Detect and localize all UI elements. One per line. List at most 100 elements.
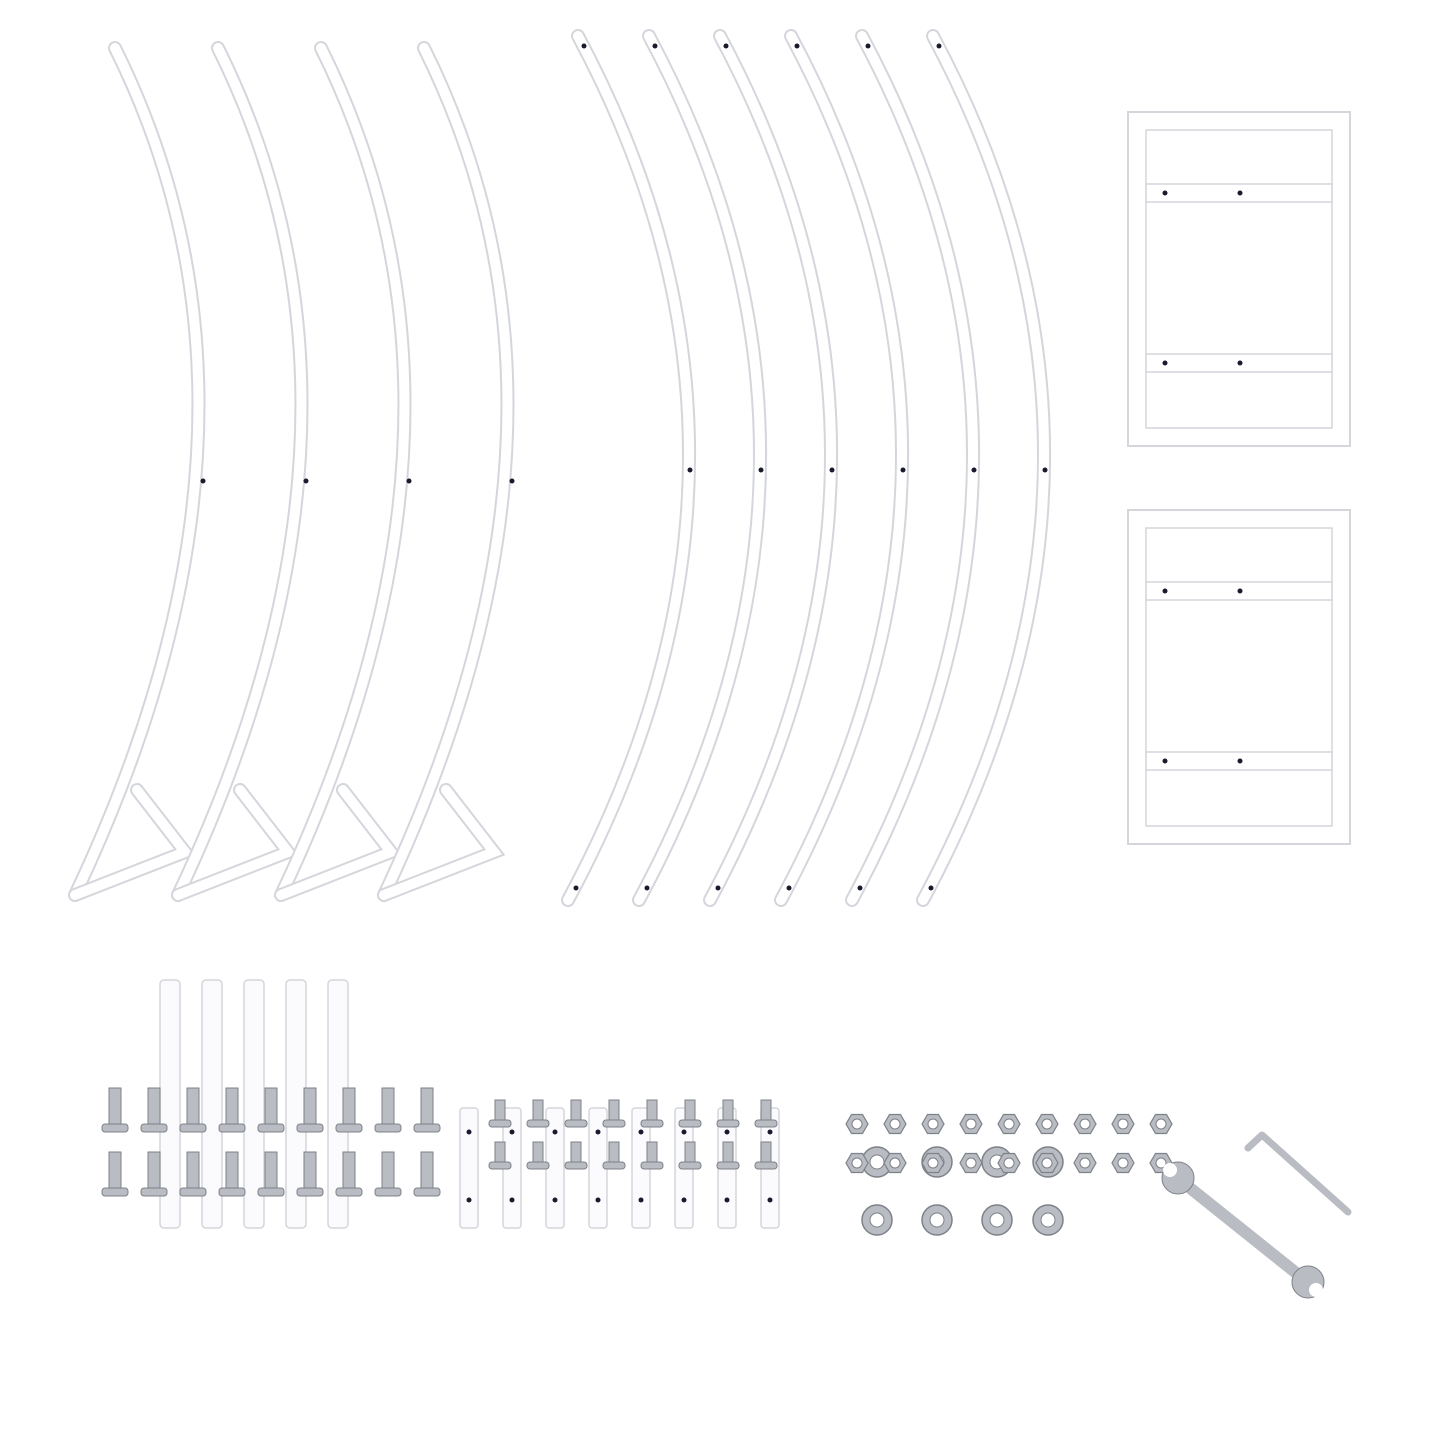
hex-nut: [1035, 1152, 1059, 1174]
long-bolt: [257, 1151, 285, 1197]
hole: [1237, 758, 1243, 764]
bolt-head: [564, 1119, 588, 1128]
hole: [509, 478, 515, 484]
bolt-head: [101, 1123, 129, 1133]
nut-hole: [851, 1157, 863, 1169]
bolt-shank: [570, 1141, 582, 1163]
hex-nut: [1073, 1152, 1097, 1174]
hex-nut: [1111, 1152, 1135, 1174]
footed-arch: [377, 41, 515, 902]
bolt-head: [413, 1123, 441, 1133]
bolt-shank: [646, 1141, 658, 1163]
hex-nut: [997, 1152, 1021, 1174]
short-connector: [502, 1107, 522, 1229]
arch-tube: [379, 43, 513, 900]
long-bolt: [335, 1151, 363, 1197]
curved-arch: [632, 29, 768, 907]
hex-nut: [1111, 1113, 1135, 1135]
wrench-opening: [1309, 1283, 1323, 1297]
long-bolt: [335, 1087, 363, 1133]
hole: [1162, 190, 1168, 196]
bolt-head: [678, 1161, 702, 1170]
hole: [857, 885, 863, 891]
nut-hole: [1155, 1118, 1167, 1130]
footed-arch: [68, 41, 206, 902]
hole: [638, 1129, 644, 1135]
bolt-shank: [760, 1099, 772, 1121]
bolt-head: [218, 1123, 246, 1133]
hole: [971, 467, 977, 473]
bolt-head: [754, 1161, 778, 1170]
nut-hole: [965, 1118, 977, 1130]
arch-tube: [563, 31, 695, 905]
hex-nut: [1149, 1113, 1173, 1135]
curved-arch: [703, 29, 839, 907]
bolt-shank: [532, 1141, 544, 1163]
hole: [865, 43, 871, 49]
nut-hole: [1041, 1157, 1053, 1169]
long-tube: [243, 979, 265, 1229]
washer-hole: [929, 1212, 945, 1228]
hole: [758, 467, 764, 473]
washer-hole: [989, 1212, 1005, 1228]
hex-nut: [845, 1113, 869, 1135]
washer-hole: [869, 1154, 885, 1170]
bolt-shank: [108, 1087, 122, 1125]
wrench-opening: [1163, 1163, 1177, 1177]
hex-nut: [883, 1113, 907, 1135]
arch-tube-edge: [68, 41, 206, 902]
bolt-shank: [760, 1141, 772, 1163]
short-bolt: [602, 1141, 626, 1170]
long-bolt: [296, 1087, 324, 1133]
short-bolt: [640, 1099, 664, 1128]
nut-hole: [1079, 1157, 1091, 1169]
bolt-shank: [646, 1099, 658, 1121]
bolt-head: [526, 1119, 550, 1128]
hole: [595, 1129, 601, 1135]
arch-tube: [634, 31, 766, 905]
hex-nut: [883, 1152, 907, 1174]
bolt-shank: [494, 1141, 506, 1163]
hole: [1042, 467, 1048, 473]
footed-arch: [274, 41, 412, 902]
arch-tube: [847, 31, 979, 905]
hole: [595, 1197, 601, 1203]
hole: [1237, 360, 1243, 366]
washer: [861, 1146, 893, 1178]
bolt-shank: [684, 1141, 696, 1163]
washer: [921, 1204, 953, 1236]
bolt-head: [678, 1119, 702, 1128]
nut-hole: [965, 1157, 977, 1169]
bolt-shank: [608, 1141, 620, 1163]
hex-nut: [959, 1113, 983, 1135]
bolt-head: [754, 1119, 778, 1128]
curved-arch: [916, 29, 1052, 907]
hex-nut: [959, 1152, 983, 1174]
bolt-head: [602, 1161, 626, 1170]
bolt-head: [335, 1187, 363, 1197]
bolt-head: [257, 1123, 285, 1133]
hole: [552, 1197, 558, 1203]
bolt-head: [602, 1119, 626, 1128]
short-bolt: [716, 1141, 740, 1170]
hex-nut: [921, 1152, 945, 1174]
long-bolt: [218, 1087, 246, 1133]
short-bolt: [564, 1141, 588, 1170]
long-tube: [201, 979, 223, 1229]
bolt-shank: [147, 1151, 161, 1189]
bolt-head: [179, 1123, 207, 1133]
nut-hole: [1117, 1157, 1129, 1169]
bolt-head: [716, 1119, 740, 1128]
hole: [724, 1197, 730, 1203]
hex-nut: [1073, 1113, 1097, 1135]
bolt-shank: [420, 1087, 434, 1125]
hole: [1162, 360, 1168, 366]
hole: [1237, 190, 1243, 196]
short-bolt: [488, 1141, 512, 1170]
arch-foot-brace: [173, 785, 297, 900]
rectangular-frame: [1127, 509, 1351, 845]
arch-tube: [918, 31, 1050, 905]
nut-hole: [1117, 1118, 1129, 1130]
rectangular-frame: [1127, 111, 1351, 447]
long-bolt: [140, 1087, 168, 1133]
